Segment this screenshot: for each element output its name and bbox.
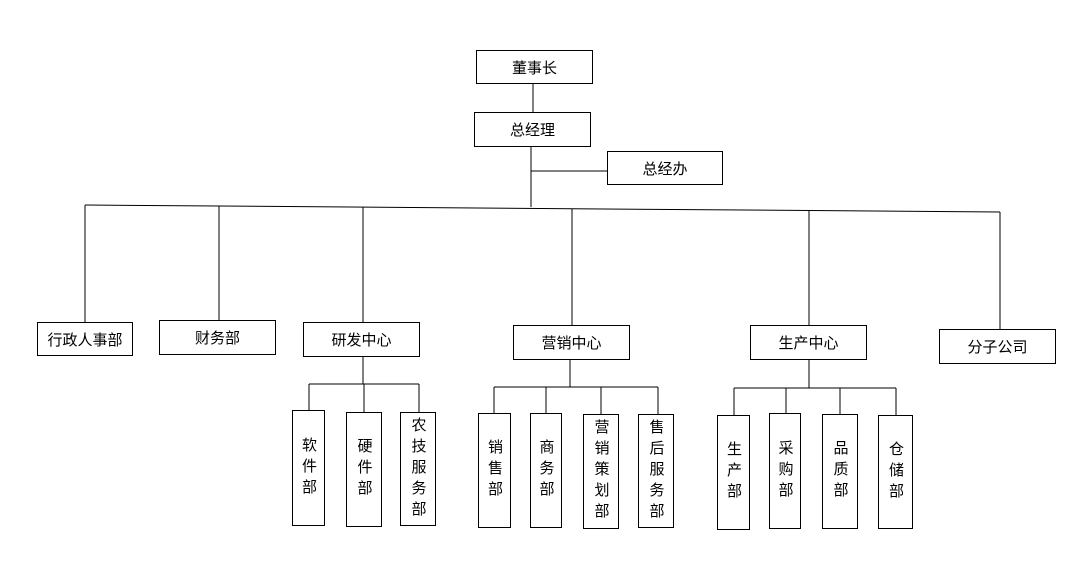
node-production-center-label: 生产中心 bbox=[778, 334, 839, 352]
node-after-sales: 售后服务部 bbox=[638, 414, 674, 528]
node-general-manager-label: 总经理 bbox=[509, 121, 555, 139]
node-marketing-center-label: 营销中心 bbox=[541, 334, 602, 352]
node-warehouse: 仓储部 bbox=[878, 415, 913, 529]
node-gm-office: 总经办 bbox=[607, 151, 723, 185]
node-software: 软件部 bbox=[292, 410, 325, 526]
node-hardware-label: 硬件部 bbox=[355, 438, 374, 501]
node-production-label: 生产部 bbox=[725, 441, 743, 504]
node-branch: 分子公司 bbox=[939, 329, 1056, 364]
node-general-manager: 总经理 bbox=[474, 112, 591, 147]
node-admin-hr-label: 行政人事部 bbox=[47, 330, 123, 349]
node-finance: 财务部 bbox=[159, 320, 276, 355]
node-sales-label: 销售部 bbox=[486, 439, 504, 502]
node-marketing-center: 营销中心 bbox=[513, 325, 630, 360]
node-chairman: 董事长 bbox=[476, 50, 593, 84]
node-finance-label: 财务部 bbox=[194, 329, 240, 347]
node-production-center: 生产中心 bbox=[750, 325, 867, 360]
node-warehouse-label: 仓储部 bbox=[887, 440, 905, 504]
node-marketing-planning-label: 营销策划部 bbox=[592, 419, 611, 524]
node-rnd-center-label: 研发中心 bbox=[331, 331, 392, 349]
node-marketing-planning: 营销策划部 bbox=[583, 414, 619, 529]
node-agri-tech: 农技服务部 bbox=[400, 412, 436, 526]
node-business-label: 商务部 bbox=[537, 439, 556, 502]
node-production: 生产部 bbox=[717, 415, 750, 530]
node-after-sales-label: 售后服务部 bbox=[647, 418, 666, 524]
node-business: 商务部 bbox=[530, 413, 562, 528]
node-agri-tech-label: 农技服务部 bbox=[409, 416, 428, 522]
node-software-label: 软件部 bbox=[300, 436, 318, 500]
node-procurement-label: 采购部 bbox=[776, 439, 795, 503]
node-hardware: 硬件部 bbox=[346, 412, 382, 527]
node-rnd-center: 研发中心 bbox=[303, 322, 420, 357]
node-procurement: 采购部 bbox=[769, 413, 801, 529]
node-quality: 品质部 bbox=[822, 414, 858, 529]
node-gm-office-label: 总经办 bbox=[642, 159, 688, 178]
node-sales: 销售部 bbox=[478, 413, 511, 528]
node-branch-label: 分子公司 bbox=[967, 338, 1028, 356]
connector-main-bus bbox=[84, 204, 1001, 213]
node-chairman-label: 董事长 bbox=[511, 58, 557, 77]
node-admin-hr: 行政人事部 bbox=[37, 322, 133, 356]
node-quality-label: 品质部 bbox=[831, 440, 850, 503]
